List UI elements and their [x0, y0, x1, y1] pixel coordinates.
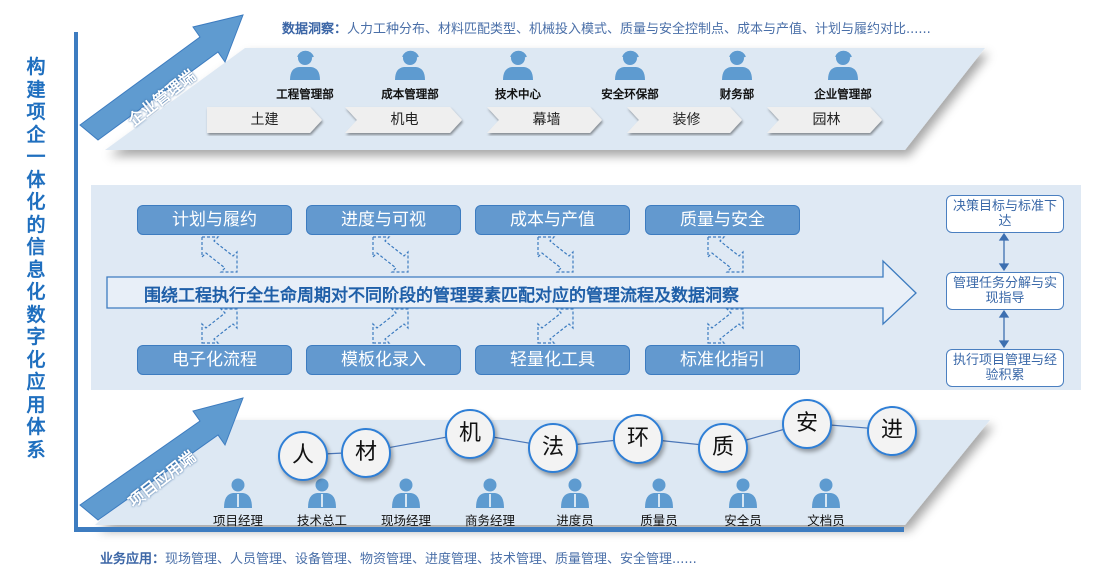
enterprise-panel	[105, 48, 985, 150]
discipline-chevron: 园林	[812, 112, 841, 128]
business-apps-text: 现场管理、人员管理、设备管理、物资管理、进度管理、技术管理、质量管理、安全管理.…	[165, 552, 697, 567]
project-arrow	[79, 397, 244, 521]
enterprise-arrow	[79, 14, 244, 141]
right-box-task: 管理任务分解与实现指导	[946, 272, 1064, 310]
discipline-chevron: 机电	[390, 112, 419, 128]
main-arrow-text: 围绕工程执行全生命周期对不同阶段的管理要素匹配对应的管理流程及数据洞察	[144, 286, 739, 306]
factor-circle: 法	[528, 423, 578, 473]
factor-circle: 环	[613, 414, 663, 464]
dashed-double-arrows	[201, 236, 744, 344]
role-label: 安全员	[724, 513, 762, 528]
role-label: 商务经理	[464, 513, 515, 528]
department-label: 技术中心	[495, 87, 541, 101]
business-apps: 业务应用：现场管理、人员管理、设备管理、物资管理、进度管理、技术管理、质量管理、…	[100, 548, 697, 567]
vertical-axis-line	[74, 32, 78, 532]
department-label: 财务部	[719, 87, 755, 101]
tool-electronic-process: 电子化流程	[137, 345, 292, 375]
element-progress-visual: 进度与可视	[306, 205, 461, 235]
department-label: 安全环保部	[601, 87, 659, 101]
data-insight-label: 数据洞察：	[282, 22, 348, 37]
element-plan-performance: 计划与履约	[137, 205, 292, 235]
element-cost-output: 成本与产值	[475, 205, 630, 235]
tool-template-entry: 模板化录入	[306, 345, 461, 375]
role-label: 文档员	[807, 513, 845, 528]
right-box-execution: 执行项目管理与经验积累	[946, 349, 1064, 387]
role-label: 进度员	[556, 513, 594, 528]
tool-lightweight: 轻量化工具	[475, 345, 630, 375]
factor-circle: 安	[782, 399, 832, 449]
department-label: 企业管理部	[814, 87, 872, 101]
discipline-chevron: 幕墙	[532, 112, 561, 128]
department-label: 工程管理部	[276, 87, 334, 101]
data-insight-text: 人力工种分布、材料匹配类型、机械投入模式、质量与安全控制点、成本与产值、计划与履…	[347, 22, 931, 37]
discipline-chevron: 装修	[672, 112, 701, 128]
data-insight: 数据洞察：人力工种分布、材料匹配类型、机械投入模式、质量与安全控制点、成本与产值…	[282, 18, 931, 37]
role-label: 项目经理	[212, 513, 263, 528]
factor-circle: 进	[867, 406, 917, 456]
right-connector-arrows	[998, 232, 1010, 349]
discipline-chevrons	[207, 107, 882, 133]
factor-circle: 机	[445, 409, 495, 459]
factor-circle: 材	[341, 428, 391, 478]
horizontal-axis-line	[74, 527, 904, 532]
discipline-chevron: 土建	[250, 112, 279, 128]
business-apps-label: 业务应用：	[100, 552, 166, 567]
right-box-decision: 决策目标与标准下达	[946, 195, 1064, 233]
role-label: 现场经理	[380, 513, 431, 528]
factor-circle: 人	[278, 431, 328, 481]
main-process-arrow	[106, 259, 917, 326]
element-quality-safety: 质量与安全	[645, 205, 800, 235]
tool-standard-guide: 标准化指引	[645, 345, 800, 375]
role-label: 技术总工	[296, 513, 347, 528]
vertical-title: 构建项企一体化的信息化数字化应用体系	[26, 56, 46, 461]
department-label: 成本管理部	[381, 87, 439, 101]
factor-circle: 质	[698, 423, 748, 473]
role-label: 质量员	[640, 513, 678, 528]
